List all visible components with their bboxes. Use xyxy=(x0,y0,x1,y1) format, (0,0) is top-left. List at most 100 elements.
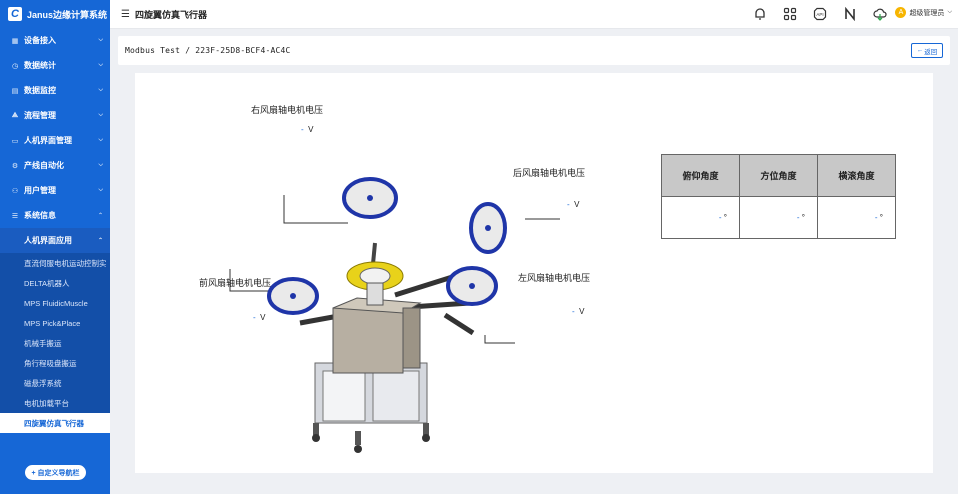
hmi-canvas: 右风扇轴电机电压 - V 后风扇轴电机电压 - V 左风扇轴电机电压 - V 前… xyxy=(135,73,933,473)
table-header-row: 俯仰角度 方位角度 横滚角度 xyxy=(661,154,896,197)
sidebar-leaf-fluidic-muscle[interactable]: MPS FluidicMuscle xyxy=(0,293,110,313)
svg-text:API: API xyxy=(816,12,823,17)
sidebar-item-label: 产线自动化 xyxy=(24,161,64,170)
sidebar-item-system-info[interactable]: ☰ 系统信息 ⌃ xyxy=(0,203,110,228)
label-front-motor: 前风扇轴电机电压 xyxy=(199,278,272,288)
header-roll: 横滚角度 xyxy=(817,154,896,197)
device-breadcrumb: Modbus Test / 223F-25D8-BCF4-AC4C xyxy=(125,46,291,55)
sidebar-item-automation[interactable]: ⚙ 产线自动化 ⌵ xyxy=(0,153,110,178)
device-bar: Modbus Test / 223F-25D8-BCF4-AC4C ← 返回 xyxy=(118,36,950,65)
unit: ° xyxy=(723,213,727,222)
sidebar-item-hmi-management[interactable]: ▭人机界面管理⌵ xyxy=(0,128,110,153)
sidebar-nav: ▦设备接入⌵ ◷ 数据统计 ⌵ ▤ 数据监控 ⌵ ⟁ 流程管理 ⌵ ▭人机界面管理⌵ ⚙ 产线… xyxy=(0,28,110,433)
user-icon: ⚇ xyxy=(11,187,19,195)
info-icon: ☰ xyxy=(11,212,19,220)
chevron-down-icon: ⌵ xyxy=(98,62,103,68)
brand-logo-icon: C xyxy=(8,7,22,21)
unit: ° xyxy=(801,213,805,222)
sidebar-leaf-dc-servo[interactable]: 直流伺服电机运动控制实 xyxy=(0,253,110,273)
sidebar-leaf-quadrotor[interactable]: 四旋翼仿真飞行器 xyxy=(0,413,110,433)
api-icon[interactable]: API xyxy=(812,6,828,22)
avatar: A xyxy=(895,7,907,18)
menu-collapse-icon[interactable]: ☰ xyxy=(121,8,130,20)
chevron-up-icon: ⌃ xyxy=(97,213,103,219)
user-name: 超级管理员 xyxy=(909,9,945,17)
header-pitch: 俯仰角度 xyxy=(661,154,740,197)
chevron-down-icon: ⌵ xyxy=(98,187,103,193)
label-right-motor: 右风扇轴电机电压 xyxy=(251,105,324,115)
topbar-actions: API xyxy=(752,6,888,22)
sidebar-leaf-motor-load[interactable]: 电机加载平台 xyxy=(0,393,110,413)
unit: V xyxy=(308,125,314,134)
grid-icon: ▦ xyxy=(11,37,19,45)
page-title: 四旋翼仿真飞行器 xyxy=(134,9,207,20)
value: - xyxy=(796,213,800,222)
screen-icon: ▭ xyxy=(11,137,19,145)
sidebar-leaf-manipulator[interactable]: 机械手搬运 xyxy=(0,333,110,353)
monitor-icon: ▤ xyxy=(11,87,19,95)
sidebar: C Janus边缘计算系统 ▦设备接入⌵ ◷ 数据统计 ⌵ ▤ 数据监控 ⌵ ⟁ 流程管理… xyxy=(0,0,110,494)
sidebar-submenu-hmi-apps[interactable]: 人机界面应用 ⌃ xyxy=(0,228,110,253)
fan-left xyxy=(446,266,498,306)
topbar: ☰ 四旋翼仿真飞行器 API A 超级管理员 ⌵ xyxy=(110,0,958,29)
submenu-label: 人机界面应用 xyxy=(24,236,72,245)
chevron-down-icon: ⌵ xyxy=(98,37,103,43)
sidebar-item-monitoring[interactable]: ▤ 数据监控 ⌵ xyxy=(0,78,110,103)
value-rear-motor: - V xyxy=(567,200,579,209)
brand[interactable]: C Janus边缘计算系统 xyxy=(0,0,110,28)
value: - xyxy=(301,125,304,134)
sidebar-item-label: 数据统计 xyxy=(24,61,56,70)
table-row: - ° - ° - ° xyxy=(661,196,896,239)
unit: V xyxy=(260,313,266,322)
custom-nav-button[interactable]: + 自定义导航栏 xyxy=(25,465,86,480)
value-right-motor: - V xyxy=(301,125,313,134)
fan-right xyxy=(342,177,398,219)
back-button[interactable]: ← 返回 xyxy=(911,43,943,58)
unit: V xyxy=(574,200,580,209)
gear-icon: ⚙ xyxy=(11,162,19,170)
chevron-down-icon: ⌵ xyxy=(98,162,103,168)
brand-name: Janus边缘计算系统 xyxy=(27,9,108,20)
sidebar-leaf-maglev[interactable]: 磁悬浮系统 xyxy=(0,373,110,393)
chevron-down-icon: ⌵ xyxy=(98,137,103,143)
cell-roll: - ° xyxy=(817,196,896,239)
sidebar-item-flow[interactable]: ⟁ 流程管理 ⌵ xyxy=(0,103,110,128)
label-left-motor: 左风扇轴电机电压 xyxy=(518,273,591,283)
label-rear-motor: 后风扇轴电机电压 xyxy=(513,168,586,178)
header-yaw: 方位角度 xyxy=(739,154,818,197)
fan-front xyxy=(267,277,319,315)
chevron-down-icon: ⌵ xyxy=(947,9,952,15)
unit: V xyxy=(579,307,585,316)
sidebar-item-device-access[interactable]: ▦设备接入⌵ xyxy=(0,28,110,53)
sidebar-leaf-suction-transfer[interactable]: 角行程吸盘搬运 xyxy=(0,353,110,373)
arrow-left-icon: ← xyxy=(916,47,924,54)
user-menu[interactable]: A 超级管理员 ⌵ xyxy=(895,7,952,18)
sidebar-leaf-pick-place[interactable]: MPS Pick&Place xyxy=(0,313,110,333)
sidebar-item-statistics[interactable]: ◷ 数据统计 ⌵ xyxy=(0,53,110,78)
sidebar-item-label: 用户管理 xyxy=(24,186,56,195)
flow-icon: ⟁ xyxy=(11,111,19,119)
sidebar-item-label: 流程管理 xyxy=(24,111,56,120)
chevron-up-icon: ⌃ xyxy=(97,238,103,244)
chevron-down-icon: ⌵ xyxy=(98,87,103,93)
value: - xyxy=(718,213,722,222)
bell-icon[interactable] xyxy=(752,6,768,22)
quadrotor-illustration xyxy=(229,177,560,453)
value: - xyxy=(572,307,575,316)
value: - xyxy=(253,313,256,322)
chevron-down-icon: ⌵ xyxy=(98,112,103,118)
sidebar-item-users[interactable]: ⚇ 用户管理 ⌵ xyxy=(0,178,110,203)
n-logo-icon[interactable] xyxy=(842,6,858,22)
value: - xyxy=(567,200,570,209)
cloud-icon[interactable] xyxy=(872,6,888,22)
back-label: 返回 xyxy=(924,48,938,56)
sidebar-item-label: 数据监控 xyxy=(24,86,56,95)
apps-icon[interactable] xyxy=(782,6,798,22)
cell-pitch: - ° xyxy=(661,196,740,239)
unit: ° xyxy=(879,213,883,222)
sidebar-leaf-delta-robot[interactable]: DELTA机器人 xyxy=(0,273,110,293)
clock-icon: ◷ xyxy=(11,62,19,70)
value-front-motor: - V xyxy=(253,313,265,322)
sidebar-item-label: 系统信息 xyxy=(24,211,56,220)
angles-table: 俯仰角度 方位角度 横滚角度 - ° - ° - ° xyxy=(661,154,896,239)
